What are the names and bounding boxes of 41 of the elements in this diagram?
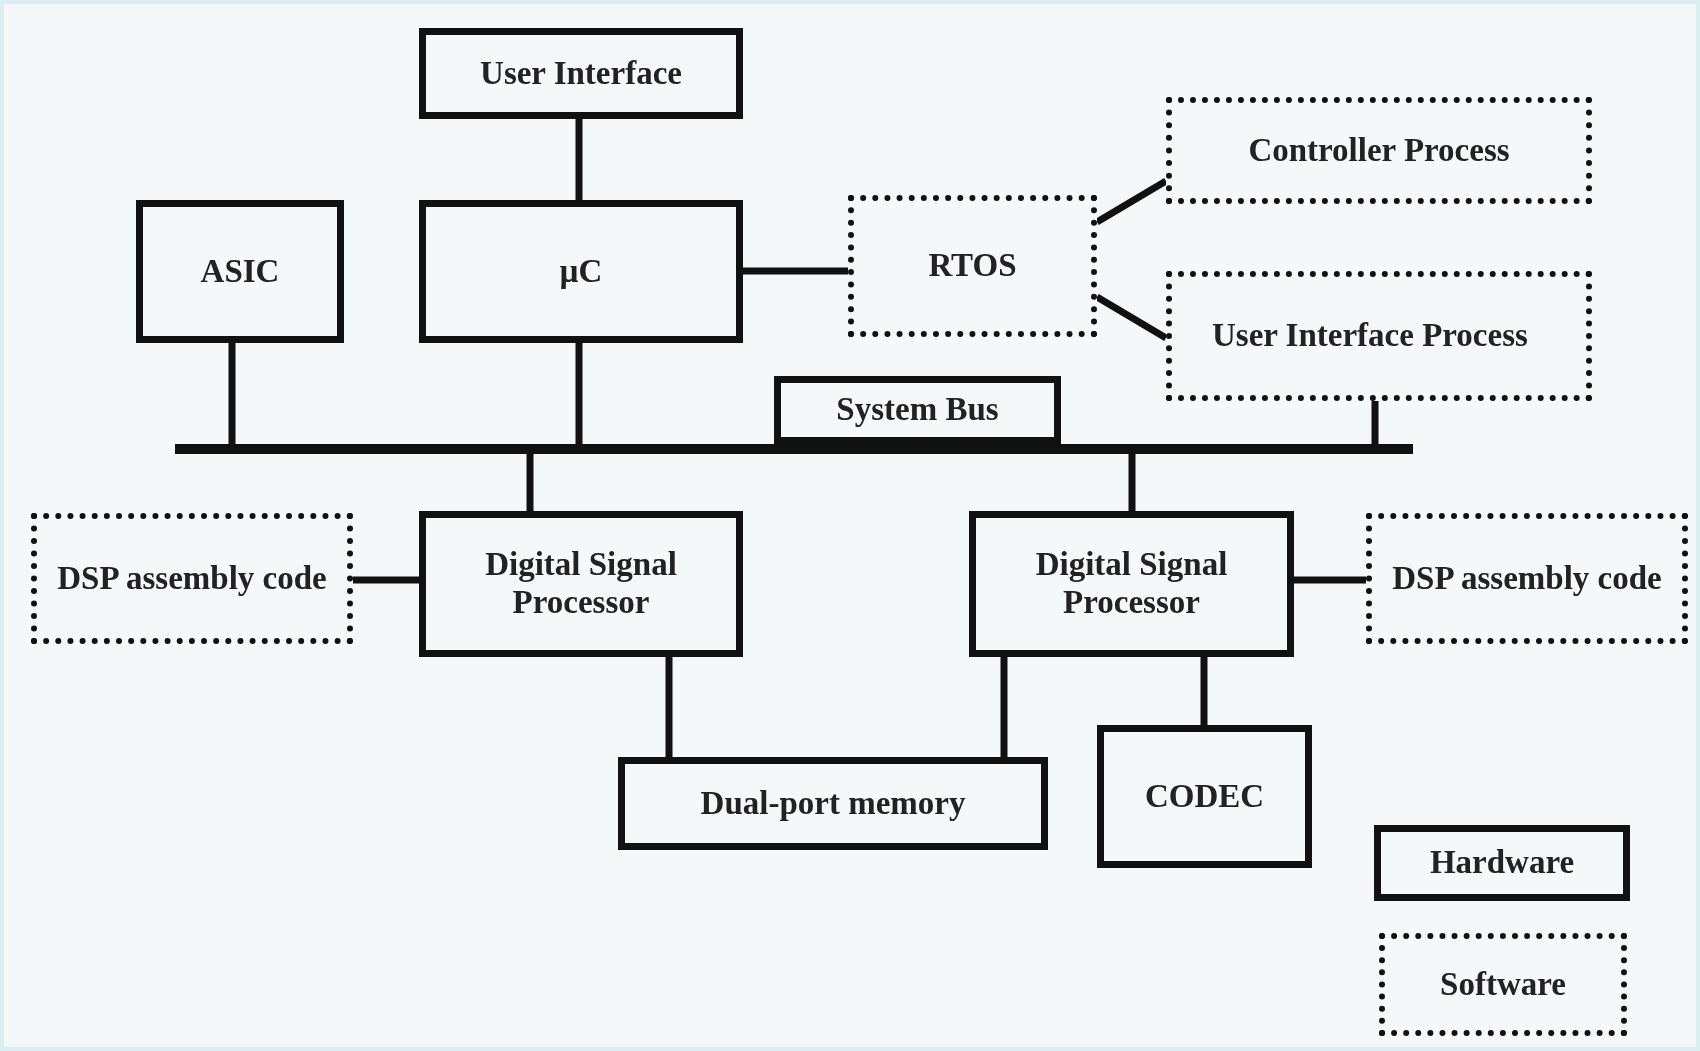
box-label: Dual-port memory bbox=[700, 784, 966, 823]
connector-line bbox=[575, 343, 583, 444]
connector-line bbox=[353, 576, 419, 584]
connector-line bbox=[743, 267, 848, 275]
connector-line bbox=[575, 119, 583, 200]
connector-line bbox=[1294, 576, 1366, 584]
bus-bar bbox=[175, 444, 1413, 454]
box-label: RTOS bbox=[928, 247, 1017, 285]
box-label: User Interface Process bbox=[1211, 317, 1529, 355]
hardware-box bbox=[136, 200, 344, 343]
box-label: User Interface bbox=[480, 54, 682, 93]
hardware-box bbox=[419, 200, 743, 343]
hardware-box bbox=[419, 28, 743, 119]
box-label: Controller Process bbox=[1248, 131, 1510, 170]
software-box bbox=[1166, 97, 1592, 204]
hardware-box bbox=[618, 757, 1048, 850]
box-label: DSP assembly code bbox=[1392, 559, 1662, 598]
hardware-box bbox=[1097, 725, 1312, 868]
legend-label: Software bbox=[1440, 965, 1566, 1004]
box-label: ASIC bbox=[200, 252, 280, 291]
hardware-box bbox=[419, 511, 743, 657]
box-label: DSP assembly code bbox=[57, 559, 327, 598]
box-label: System Bus bbox=[836, 391, 999, 429]
connector-line bbox=[228, 343, 236, 444]
software-box bbox=[1366, 513, 1688, 644]
software-box bbox=[1166, 271, 1592, 401]
software-box bbox=[848, 195, 1097, 337]
connector-line bbox=[665, 657, 673, 757]
software-box bbox=[31, 513, 353, 644]
hardware-box bbox=[774, 376, 1061, 444]
connector-line bbox=[1000, 657, 1008, 757]
box-label: µC bbox=[559, 252, 603, 291]
box-label: Digital Signal Processor bbox=[484, 546, 678, 622]
legend-label: Hardware bbox=[1429, 844, 1575, 882]
connector-line bbox=[1128, 454, 1136, 511]
box-label: Digital Signal Processor bbox=[1034, 546, 1229, 622]
connector-line bbox=[1371, 401, 1379, 444]
box-label: CODEC bbox=[1144, 777, 1265, 816]
hardware-box bbox=[969, 511, 1294, 657]
connector-line bbox=[526, 454, 534, 511]
connector-line bbox=[1200, 657, 1208, 725]
